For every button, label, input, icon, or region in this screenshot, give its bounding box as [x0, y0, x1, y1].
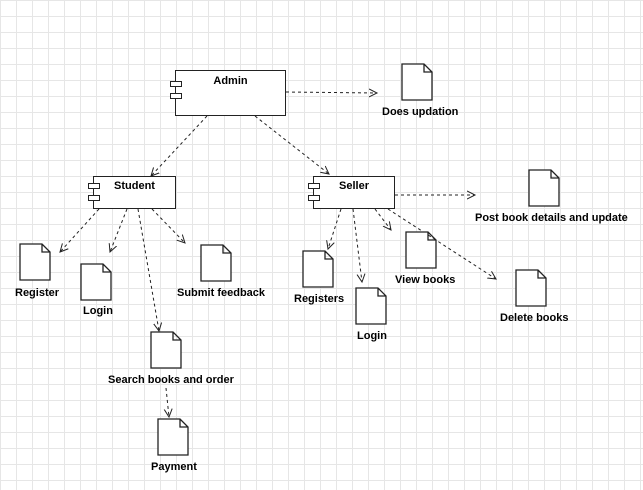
- view-books-label: View books: [395, 274, 456, 286]
- submit-feedback-label: Submit feedback: [177, 287, 266, 299]
- document-icon[interactable]: [401, 63, 433, 101]
- admin-label: Admin: [213, 75, 248, 87]
- does-updation-label: Does updation: [382, 106, 459, 118]
- component-port-icon: [308, 183, 320, 189]
- edge-student-login: [110, 208, 128, 252]
- edge-search-books-payment: [166, 387, 169, 417]
- document-icon[interactable]: [157, 418, 189, 456]
- register-label: Register: [15, 287, 60, 299]
- registers-label: Registers: [294, 293, 345, 305]
- student-component[interactable]: Student: [88, 176, 176, 209]
- component-port-icon: [308, 195, 320, 201]
- document-icon[interactable]: [405, 231, 437, 269]
- document-icon[interactable]: [19, 243, 51, 281]
- edge-seller-view-books: [374, 208, 391, 230]
- document-icon[interactable]: [200, 244, 232, 282]
- document-icon[interactable]: [80, 263, 112, 301]
- component-port-icon: [170, 81, 182, 87]
- edge-admin-student: [151, 115, 208, 176]
- student-login-label: Login: [83, 305, 113, 317]
- edge-seller-registers: [328, 208, 342, 249]
- component-port-icon: [170, 93, 182, 99]
- seller-login-label: Login: [357, 330, 387, 342]
- edge-student-search-books: [137, 208, 159, 331]
- edge-admin-seller: [254, 115, 329, 174]
- edge-student-register: [60, 208, 100, 252]
- document-icon[interactable]: [515, 269, 547, 307]
- component-port-icon: [88, 195, 100, 201]
- component-port-icon: [88, 183, 100, 189]
- document-icon[interactable]: [528, 169, 560, 207]
- admin-component[interactable]: Admin: [170, 70, 286, 116]
- post-book-label: Post book details and update: [475, 212, 628, 224]
- edge-admin-does-updation: [285, 92, 377, 93]
- search-books-label: Search books and order: [108, 374, 234, 386]
- student-label: Student: [114, 180, 155, 192]
- seller-label: Seller: [339, 180, 369, 192]
- delete-books-label: Delete books: [500, 312, 569, 324]
- document-icon[interactable]: [355, 287, 387, 325]
- edge-seller-login: [352, 208, 362, 282]
- seller-component[interactable]: Seller: [308, 176, 395, 209]
- edge-student-submit-feedback: [151, 208, 185, 243]
- document-icon[interactable]: [150, 331, 182, 369]
- document-icon[interactable]: [302, 250, 334, 288]
- payment-label: Payment: [151, 461, 197, 473]
